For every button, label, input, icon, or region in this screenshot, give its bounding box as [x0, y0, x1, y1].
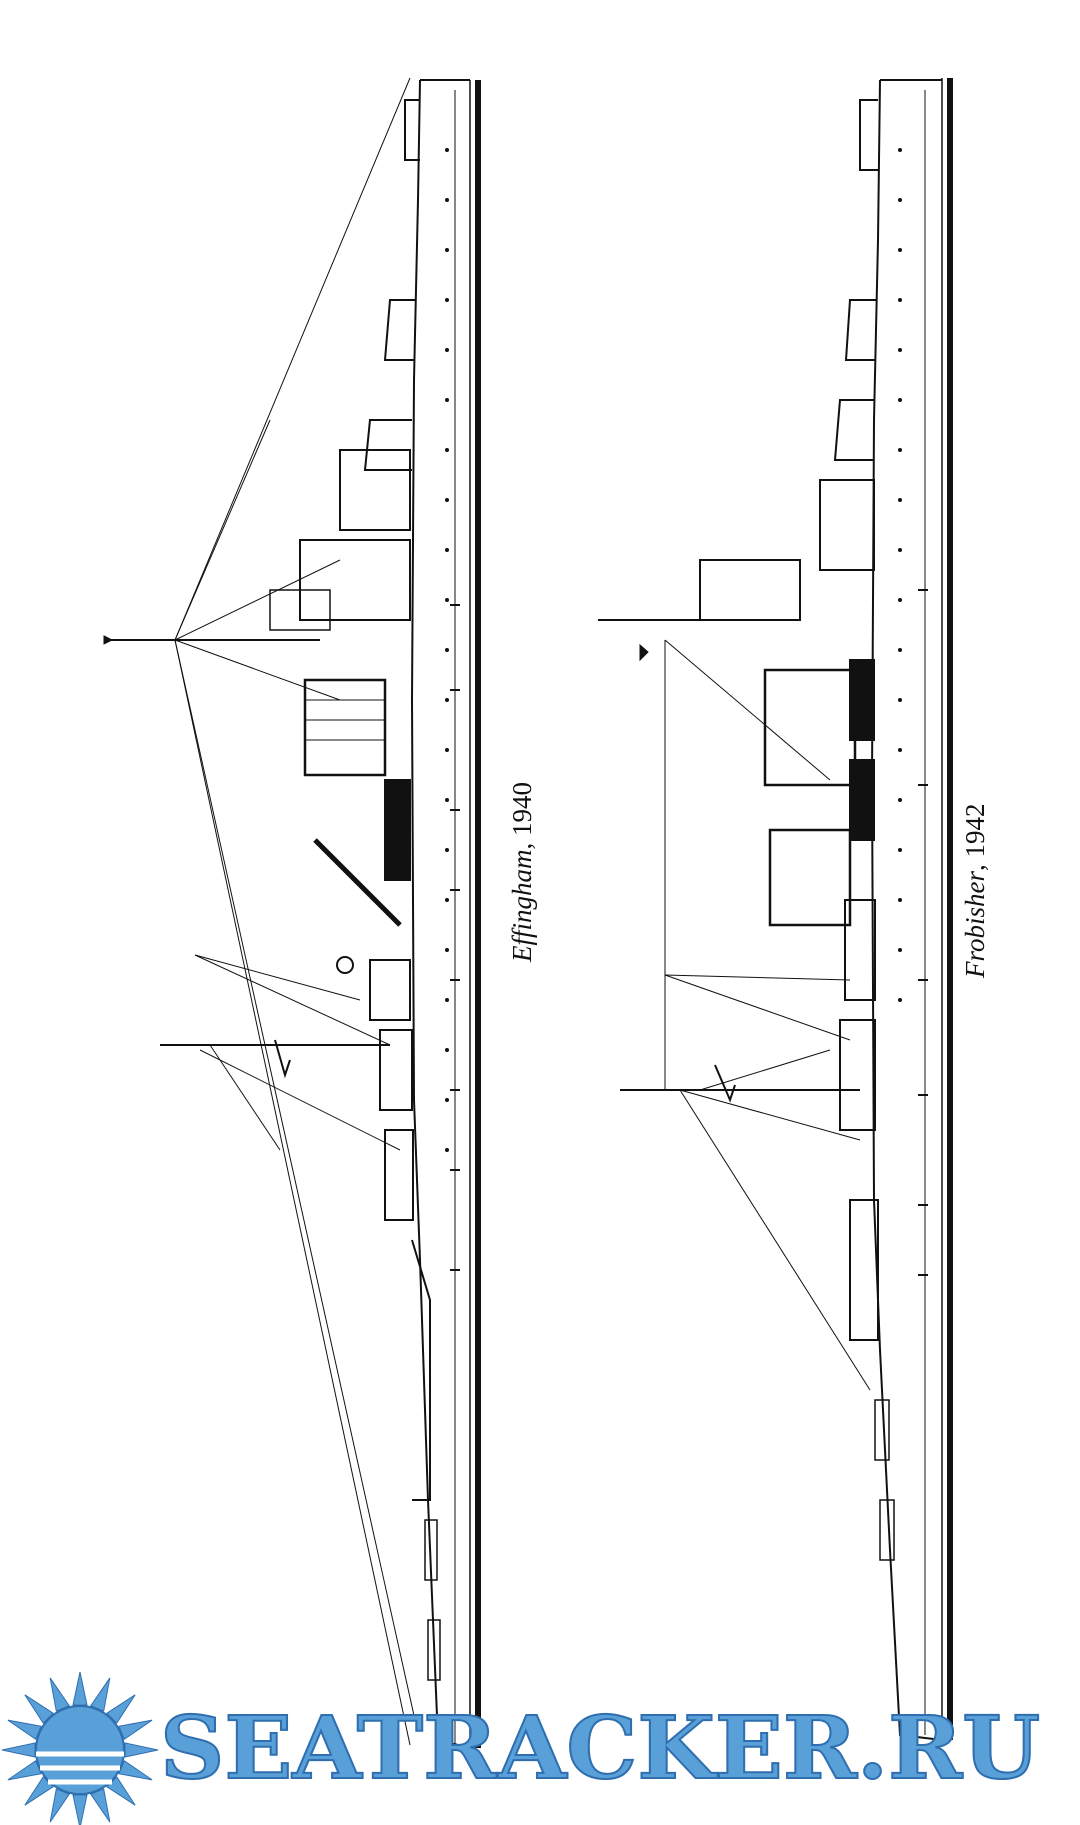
- watermark-text: SEATRACKER.RU: [160, 1698, 1040, 1799]
- frobisher-fittings: [918, 589, 928, 1276]
- sun-icon: [1, 1671, 159, 1825]
- ship-name: Effingham: [507, 849, 537, 963]
- frobisher-portholes: [898, 148, 902, 1002]
- ship-name: Frobisher: [960, 871, 990, 978]
- effingham-rigging: [174, 77, 416, 1746]
- caption-effingham: Effingham, 1940: [507, 782, 538, 962]
- effingham-portholes: [445, 148, 449, 1152]
- caption-frobisher: Frobisher, 1942: [960, 804, 991, 979]
- effingham-fittings: [450, 604, 460, 1271]
- frobisher-rigging: [664, 639, 871, 1391]
- ship-year: , 1940: [507, 782, 537, 850]
- frobisher-profile: [598, 78, 953, 1741]
- watermark: SEATRACKER.RU: [1, 1671, 1041, 1825]
- effingham-profile: [103, 77, 481, 1749]
- ship-year: , 1942: [960, 803, 990, 872]
